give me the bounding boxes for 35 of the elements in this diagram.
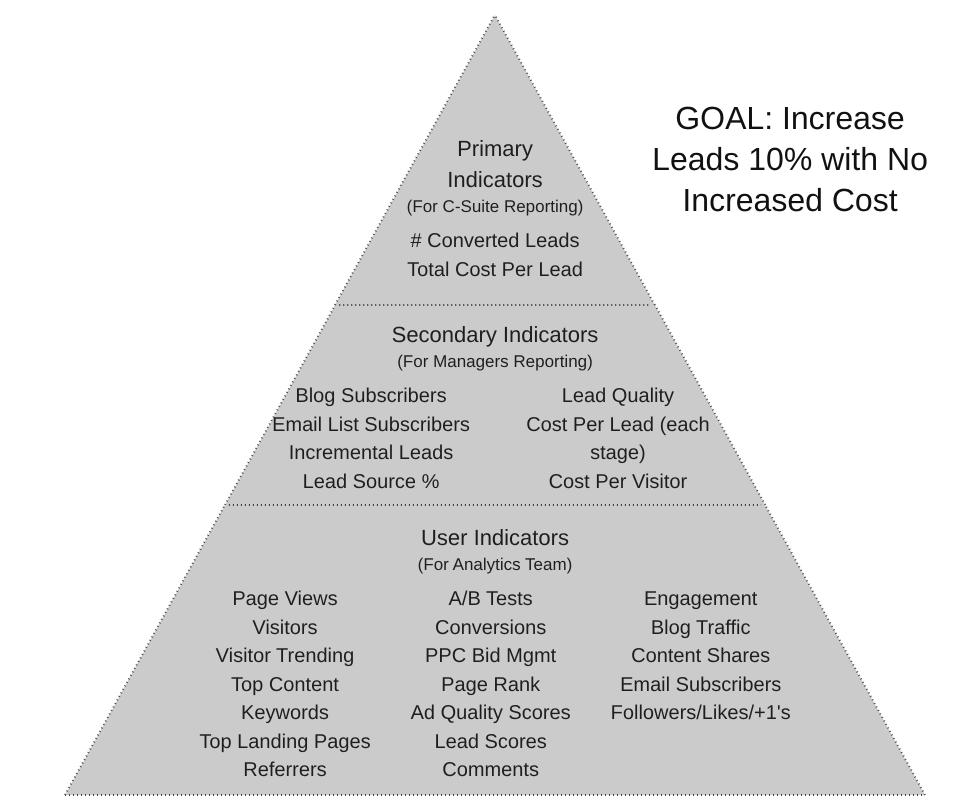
metric-label: Comments bbox=[442, 758, 539, 783]
metric-label: Email List Subscribers bbox=[272, 412, 470, 438]
metric-label: # Converted Leads bbox=[410, 229, 580, 254]
metric-label: Lead Scores bbox=[434, 730, 547, 754]
metric-label: Blog Traffic bbox=[650, 616, 750, 640]
metric-label: PPC Bid Mgmt bbox=[425, 644, 556, 669]
tier-subheading: (For Analytics Team) bbox=[418, 554, 572, 576]
metric-label: Visitor Trending bbox=[216, 644, 354, 669]
goal-text: GOAL: Increase Leads 10% with No Increased Cost bbox=[651, 99, 929, 220]
metric-label: Incremental Leads bbox=[288, 441, 454, 466]
tier-heading: Secondary Indicators bbox=[392, 321, 598, 349]
metric-label: Lead Quality bbox=[562, 384, 674, 409]
metric-label: Lead Source % bbox=[302, 470, 440, 494]
metric-label: Page Views bbox=[232, 587, 338, 612]
metric-label: A/B Tests bbox=[448, 587, 533, 612]
metric-label: Keywords bbox=[241, 701, 329, 726]
metric-label: Top Landing Pages bbox=[199, 730, 371, 754]
tier-heading: Primary Indicators bbox=[446, 135, 544, 194]
metric-label: Cost Per Lead (each stage) bbox=[525, 412, 711, 466]
metric-label: Top Content bbox=[231, 672, 339, 698]
metric-label: Page Rank bbox=[441, 672, 540, 698]
metric-label: Email Subscribers bbox=[620, 672, 782, 698]
metric-label: Content Shares bbox=[631, 644, 770, 669]
metric-label: Blog Subscribers bbox=[295, 384, 447, 409]
metric-label: Conversions bbox=[435, 616, 546, 640]
metric-label: Visitors bbox=[252, 616, 318, 640]
metric-label: Engagement bbox=[644, 587, 758, 612]
tier-subheading: (For C-Suite Reporting) bbox=[406, 196, 584, 218]
tier-subheading: (For Managers Reporting) bbox=[397, 351, 593, 373]
metric-label: Cost Per Visitor bbox=[548, 470, 688, 494]
metric-label: Ad Quality Scores bbox=[410, 701, 571, 726]
metric-label: Followers/Likes/+1's bbox=[610, 701, 791, 726]
tier-heading: User Indicators bbox=[421, 524, 569, 552]
metric-label: Total Cost Per Lead bbox=[407, 258, 583, 282]
metric-label: Referrers bbox=[243, 758, 327, 783]
